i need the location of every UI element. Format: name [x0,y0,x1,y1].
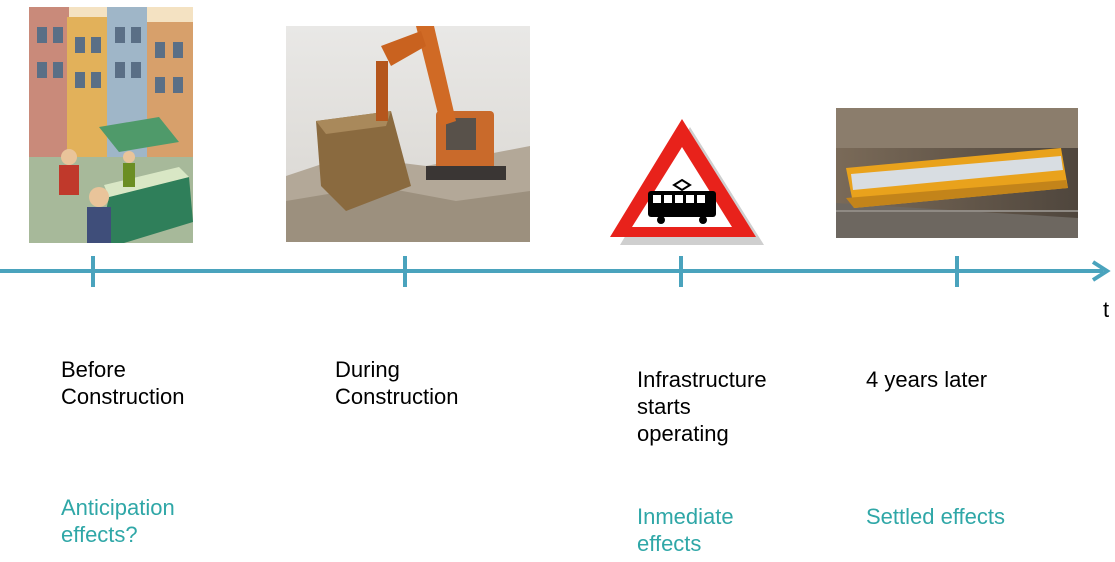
street-market-illustration [29,7,193,243]
effect-label-anticipation: Anticipation effects? [61,495,175,547]
stage-label-later: 4 years later [866,367,988,392]
effect-label-immediate: Inmediate effects [637,504,734,556]
excavator-photo [286,26,530,242]
moving-tram-photo [836,108,1078,238]
tram-warning-sign [606,117,766,245]
stage-label-before: Before Construction [61,357,185,409]
effect-label-settled: Settled effects [866,504,1006,529]
axis-arrowhead [1091,260,1111,282]
stage-label-during: During Construction [335,357,459,409]
stage-label-operating: Infrastructure starts operating [637,367,767,446]
axis-time-label: t [1103,297,1110,322]
